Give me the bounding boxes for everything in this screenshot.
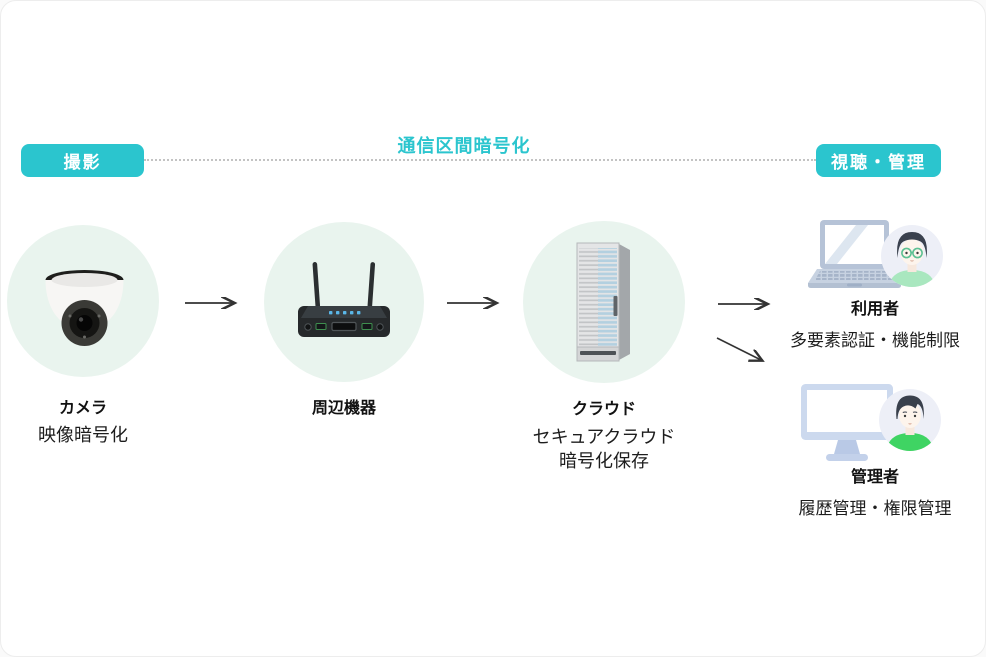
viewer-title: 利用者 (850, 301, 900, 318)
cloud-desc-line2: 暗号化保存 (559, 451, 649, 471)
camera-desc: 映像暗号化 (38, 425, 128, 445)
wifi-router-icon (298, 262, 390, 337)
laptop-icon (808, 220, 901, 288)
monitor-icon (801, 384, 893, 461)
transit-encryption-label: 通信区間暗号化 (397, 136, 531, 156)
female-user-avatar (881, 225, 943, 287)
admin-desc: 履歴管理・権限管理 (798, 499, 952, 518)
arrow-cloud-to-admin (716, 337, 769, 366)
camera-title: カメラ (58, 400, 108, 417)
server-rack-icon (576, 242, 630, 362)
view-manage-stage-badge: 視聴・管理 (816, 144, 941, 177)
encryption-span-dotted-line (144, 159, 816, 161)
admin-title: 管理者 (850, 469, 900, 486)
peripheral-node-circle (264, 222, 424, 382)
peripheral-title: 周辺機器 (311, 400, 377, 417)
cloud-title: クラウド (571, 401, 637, 418)
capture-stage-badge: 撮影 (21, 144, 144, 177)
arrow-cloud-to-viewer (718, 298, 773, 310)
viewer-desc: 多要素認証・機能制限 (790, 331, 960, 350)
dome-camera-icon (45, 270, 124, 346)
arrow-peripheral-to-cloud (447, 297, 502, 309)
cloud-desc-line1: セキュアクラウド (532, 427, 676, 447)
arrow-camera-to-peripheral (185, 297, 240, 309)
male-user-avatar (879, 389, 941, 451)
